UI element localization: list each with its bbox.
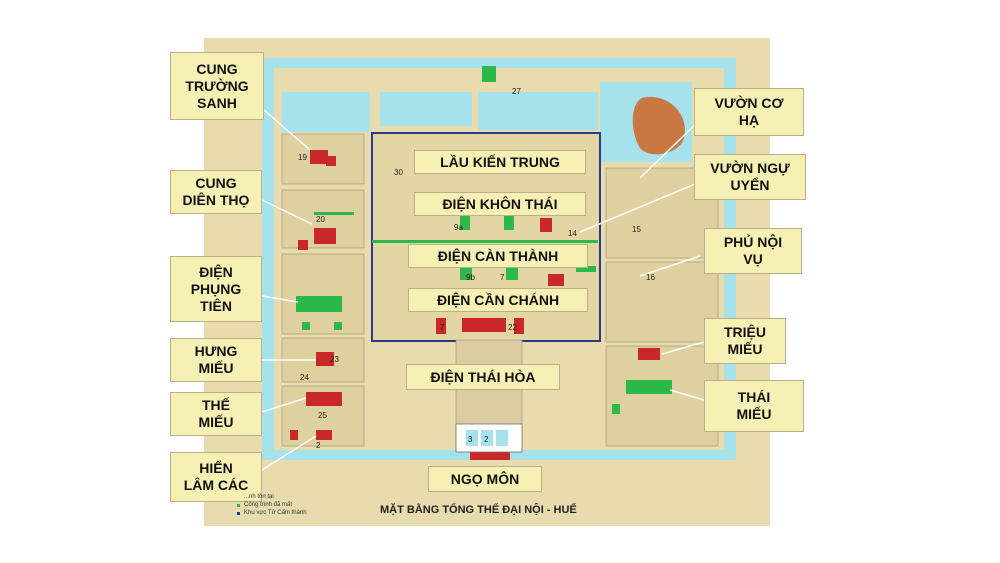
label-line: THÁI (737, 389, 771, 405)
building-number: 23 (330, 355, 339, 364)
label-line: HẠ (738, 112, 760, 128)
label-line: LÂM CÁC (183, 477, 249, 493)
existing-buildings (290, 150, 660, 460)
label-line: VƯỜN CƠ (714, 95, 784, 111)
label-lau-kien-trung: LẦU KIẾN TRUNG (414, 150, 586, 174)
inner-ground-east-2 (605, 261, 719, 343)
building-number: 20 (316, 215, 325, 224)
label-line: CUNG (196, 60, 238, 77)
building-number: 16 (646, 273, 655, 282)
building-number: 30 (394, 168, 403, 177)
label-line: TIÊN (200, 297, 232, 314)
label-line: MIẾU (727, 341, 763, 357)
label-line: ĐIỆN KHÔN THÁI (442, 195, 558, 212)
label-line: DIÊN THỌ (182, 192, 250, 208)
north-lake-east (478, 92, 598, 130)
legend-marker-lost (237, 504, 240, 507)
building-number: 19 (298, 153, 307, 162)
label-line: NGỌ MÔN (450, 470, 520, 487)
legend-existing: ...nh tồn tại (244, 494, 274, 500)
label-line: LẦU KIẾN TRUNG (440, 153, 560, 170)
label-line: THẾ (202, 397, 230, 413)
label-line: HIỂN (199, 460, 233, 476)
legend-lost: Công trình đã mất (244, 502, 293, 508)
building-number: 25 (318, 411, 327, 420)
building-number: 27 (512, 87, 521, 96)
label-line: MIẾU (198, 360, 234, 376)
building-number: 9a (454, 223, 463, 232)
inner-ground-east-3 (605, 345, 719, 447)
label-line: PHỤNG (190, 280, 242, 297)
north-lake-west (282, 92, 370, 132)
legend-forbidden-city: Khu vực Tử Cấm thành (244, 510, 307, 516)
building-number: 22 (508, 323, 517, 332)
north-lake-middle (380, 92, 472, 126)
label-line: VƯỜN NGỰ (710, 160, 790, 176)
inner-ground-west-2 (281, 253, 365, 335)
ngo-mon-gate-2 (481, 430, 493, 446)
label-dien-can-thanh: ĐIỆN CÀN THÀNH (408, 244, 588, 268)
building-number: 24 (300, 373, 309, 382)
building-number: 7 (440, 323, 445, 332)
label-ngo-mon: NGỌ MÔN (428, 466, 542, 492)
label-line: HƯNG (194, 343, 238, 359)
leader-lines (261, 109, 705, 471)
label-line: MIẾU (736, 406, 772, 422)
label-dien-can-chanh: ĐIỆN CẦN CHÁNH (408, 288, 588, 312)
ngo-mon-gate-3 (496, 430, 508, 446)
ngo-mon-gate-1 (466, 430, 478, 446)
label-dien-thai-hoa: ĐIỆN THÁI HÒA (406, 364, 560, 390)
label-line: ĐIỆN (199, 263, 233, 280)
label-line: ĐIỆN CÀN THÀNH (437, 247, 559, 264)
building-number: 2 (484, 435, 489, 444)
building-number: 2 (316, 441, 321, 450)
building-number: 14 (568, 229, 577, 238)
building-number: 15 (632, 225, 641, 234)
label-line: VỤ (743, 251, 763, 267)
label-line: MIẾU (198, 414, 234, 430)
label-line: PHỦ NỘI (723, 234, 783, 250)
legend-marker-forbidden (237, 512, 240, 515)
building-number: 7 (500, 273, 505, 282)
co-ha-island (632, 96, 685, 155)
label-line: CUNG (195, 175, 237, 191)
label-line: ĐIỆN CẦN CHÁNH (436, 291, 560, 308)
label-line: ĐIỆN THÁI HÒA (430, 368, 536, 385)
label-line: TRIỆU (724, 324, 766, 340)
building-number: 9b (466, 273, 475, 282)
label-line: TRƯỜNG (185, 77, 249, 94)
building-number: 3 (468, 435, 473, 444)
label-line: SANH (197, 94, 237, 111)
map-title: MẶT BẰNG TỔNG THỂ ĐẠI NỘI - HUẾ (380, 504, 577, 516)
label-line: UYỂN (730, 177, 770, 193)
label-dien-khon-thai: ĐIỆN KHÔN THÁI (414, 192, 586, 216)
